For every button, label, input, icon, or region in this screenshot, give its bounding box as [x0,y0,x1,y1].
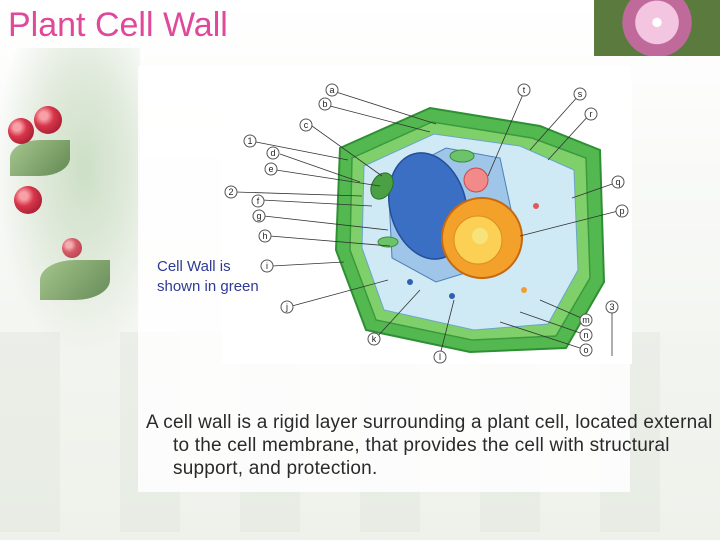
label-g: g [252,209,266,223]
background-berry [8,118,34,144]
svg-text:q: q [615,177,620,187]
svg-text:j: j [285,302,288,312]
vesicle [533,203,539,209]
vesicle [407,279,413,285]
label-l: l [433,350,447,364]
label-m: m [579,313,593,327]
svg-text:h: h [262,231,267,241]
label-e: e [264,162,278,176]
background-flower [594,0,720,56]
label-a: a [325,83,339,97]
svg-text:p: p [619,206,624,216]
svg-text:l: l [439,352,441,362]
label-r: r [584,107,598,121]
label-s: s [573,87,587,101]
label-badges: a b c 1 d e 2 f g h i j k l m n o 3 p q … [224,83,629,364]
organelle-pink [463,167,489,193]
background-berry [34,106,62,134]
svg-text:t: t [523,85,526,95]
svg-text:f: f [257,196,260,206]
svg-text:1: 1 [247,136,252,146]
label-2: 2 [224,185,238,199]
chloroplast [370,172,394,200]
svg-text:o: o [583,345,588,355]
label-h: h [258,229,272,243]
label-c: c [299,118,313,132]
background-berry [14,186,42,214]
label-p: p [615,204,629,218]
label-q: q [611,175,625,189]
cell-wall-description: A cell wall is a rigid layer surrounding… [146,412,713,479]
slide-title: Plant Cell Wall [8,6,228,44]
label-i: i [260,259,274,273]
diagram-caption: Cell Wall is shown in green [157,258,259,295]
label-3: 3 [605,300,619,314]
background-leaf [10,140,70,176]
label-k: k [367,332,381,346]
svg-text:a: a [329,85,334,95]
mitochondrion [377,236,399,248]
svg-text:r: r [590,109,593,119]
label-n: n [579,328,593,342]
svg-text:m: m [582,315,590,325]
leader-lines [235,91,623,356]
label-d: d [266,146,280,160]
nucleolus [472,228,488,244]
svg-text:k: k [372,334,377,344]
label-f: f [251,194,265,208]
svg-text:d: d [270,148,275,158]
label-b: b [318,97,332,111]
svg-text:e: e [268,164,273,174]
svg-text:2: 2 [228,187,233,197]
svg-text:s: s [578,89,583,99]
vesicle [521,287,527,293]
label-t: t [517,83,531,97]
background-berry [62,238,82,258]
svg-text:c: c [304,120,309,130]
svg-text:g: g [256,211,261,221]
svg-text:n: n [583,330,588,340]
background-leaf [40,260,110,300]
svg-text:3: 3 [609,302,614,312]
mitochondrion [449,149,475,163]
label-o: o [579,343,593,357]
label-1: 1 [243,134,257,148]
vesicle [449,293,455,299]
svg-text:i: i [266,261,268,271]
svg-text:b: b [322,99,327,109]
label-j: j [280,300,294,314]
